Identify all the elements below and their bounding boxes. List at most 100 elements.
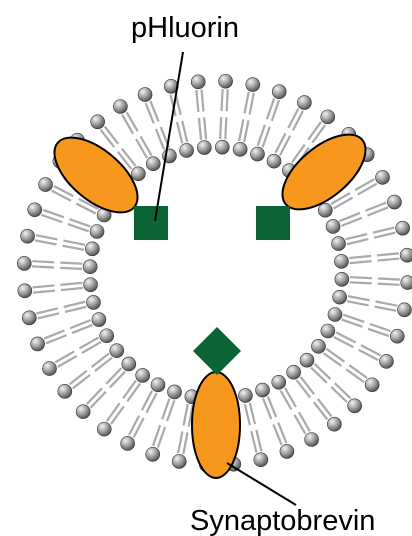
lipid-head-outer xyxy=(347,398,362,414)
lipid-pair xyxy=(271,374,319,447)
lipid-pair xyxy=(334,271,412,290)
lipid-head-inner xyxy=(255,382,270,398)
lipid-head-inner xyxy=(238,388,253,403)
lipid-head-inner xyxy=(325,219,341,234)
lipid-head-outer xyxy=(57,384,73,399)
lipid-head-outer xyxy=(399,247,412,263)
lipid-head-inner xyxy=(214,139,230,155)
lipid-head-inner xyxy=(89,224,105,239)
lipid-head-outer xyxy=(145,446,161,462)
lipid-head-outer xyxy=(27,202,43,218)
lipid-head-outer xyxy=(395,220,410,236)
lipid-head-outer xyxy=(171,454,187,469)
lipid-pair xyxy=(334,247,412,269)
lipid-head-outer xyxy=(397,302,412,318)
lipid-head-outer xyxy=(17,283,33,299)
lipid-head-inner xyxy=(332,289,347,305)
lipid-pair xyxy=(266,95,312,169)
lipid-head-inner xyxy=(334,254,349,269)
lipid-pair xyxy=(16,256,98,275)
lipid-head-outer xyxy=(113,99,128,114)
lipid-head-outer xyxy=(279,444,295,459)
lipid-head-inner xyxy=(109,343,125,358)
lipid-head-inner xyxy=(271,374,287,390)
pHluorin-pointer-line xyxy=(154,51,184,222)
lipid-pair xyxy=(75,356,137,419)
lipid-head-outer xyxy=(320,109,336,125)
lipid-pair xyxy=(38,177,112,223)
lipid-head-outer xyxy=(375,170,390,185)
lipid-pair xyxy=(90,114,146,182)
lipid-pair xyxy=(20,228,100,257)
lipid-head-inner xyxy=(331,236,346,251)
lipid-head-inner xyxy=(85,241,100,257)
lipid-head-outer xyxy=(364,377,380,393)
lipid-pair xyxy=(96,368,150,437)
lipid-head-outer xyxy=(120,436,135,451)
lipid-head-outer xyxy=(245,77,261,92)
lipid-pair xyxy=(22,295,101,326)
lipid-head-outer xyxy=(271,84,287,100)
lipid-head-outer xyxy=(16,256,32,271)
lipid-head-inner xyxy=(266,153,282,169)
lipid-pair xyxy=(145,384,182,462)
lipid-head-outer xyxy=(218,73,233,89)
protein-layer xyxy=(53,133,367,479)
lipid-pair xyxy=(163,79,194,158)
lipid-pair xyxy=(190,74,212,155)
lipid-head-outer xyxy=(42,361,57,376)
lipid-head-outer xyxy=(387,194,402,210)
lipid-pair xyxy=(327,307,405,344)
lipid-pair xyxy=(250,84,287,162)
lipid-pair xyxy=(311,339,380,393)
lipid-head-inner xyxy=(83,277,98,292)
lipid-head-outer xyxy=(297,95,312,110)
pHluorin-square-right xyxy=(256,206,290,240)
lipid-pair xyxy=(331,220,410,251)
lipid-head-outer xyxy=(90,114,105,130)
lipid-head-outer xyxy=(30,336,45,352)
lipid-pair xyxy=(325,194,402,234)
lipid-pair xyxy=(255,382,295,459)
lipid-head-inner xyxy=(131,166,146,182)
lipid-head-inner xyxy=(86,295,101,310)
lipid-head-outer xyxy=(75,404,91,419)
lipid-head-outer xyxy=(190,74,206,90)
lipid-head-inner xyxy=(334,271,350,287)
lipid-head-outer xyxy=(96,421,112,437)
lipid-head-outer xyxy=(22,310,37,326)
lipid-head-inner xyxy=(327,307,343,322)
lipid-head-inner xyxy=(91,312,107,327)
protein-top-right xyxy=(281,133,367,211)
lipid-head-inner xyxy=(320,323,336,339)
lipid-pair xyxy=(17,277,98,299)
lipid-pair xyxy=(30,312,107,352)
lipid-head-outer xyxy=(20,228,35,244)
lipid-head-inner xyxy=(145,156,161,172)
lipid-bilayer xyxy=(16,73,412,473)
lipid-head-outer xyxy=(304,432,319,447)
lipid-pair xyxy=(42,328,115,376)
lipid-head-inner xyxy=(82,259,98,275)
lipid-head-inner xyxy=(167,384,182,400)
lipid-head-inner xyxy=(286,364,301,380)
lipid-head-inner xyxy=(232,142,248,157)
lipid-head-inner xyxy=(179,143,194,158)
lipid-pair xyxy=(332,289,412,318)
lipid-pair xyxy=(57,343,125,399)
lipid-head-inner xyxy=(121,356,137,372)
lipid-pair xyxy=(113,99,161,172)
lipid-head-outer xyxy=(38,177,53,192)
lipid-head-inner xyxy=(135,368,150,383)
lipid-pair xyxy=(286,364,342,432)
lipid-head-inner xyxy=(317,202,333,218)
lipid-head-outer xyxy=(389,328,405,344)
lipid-pair xyxy=(214,73,233,155)
protein-bottom xyxy=(191,371,241,479)
lipid-pair xyxy=(120,377,166,451)
lipid-pair xyxy=(27,202,105,239)
lipid-head-outer xyxy=(379,354,394,369)
pHluorin-square-left xyxy=(134,206,168,240)
lipid-head-inner xyxy=(197,140,212,155)
